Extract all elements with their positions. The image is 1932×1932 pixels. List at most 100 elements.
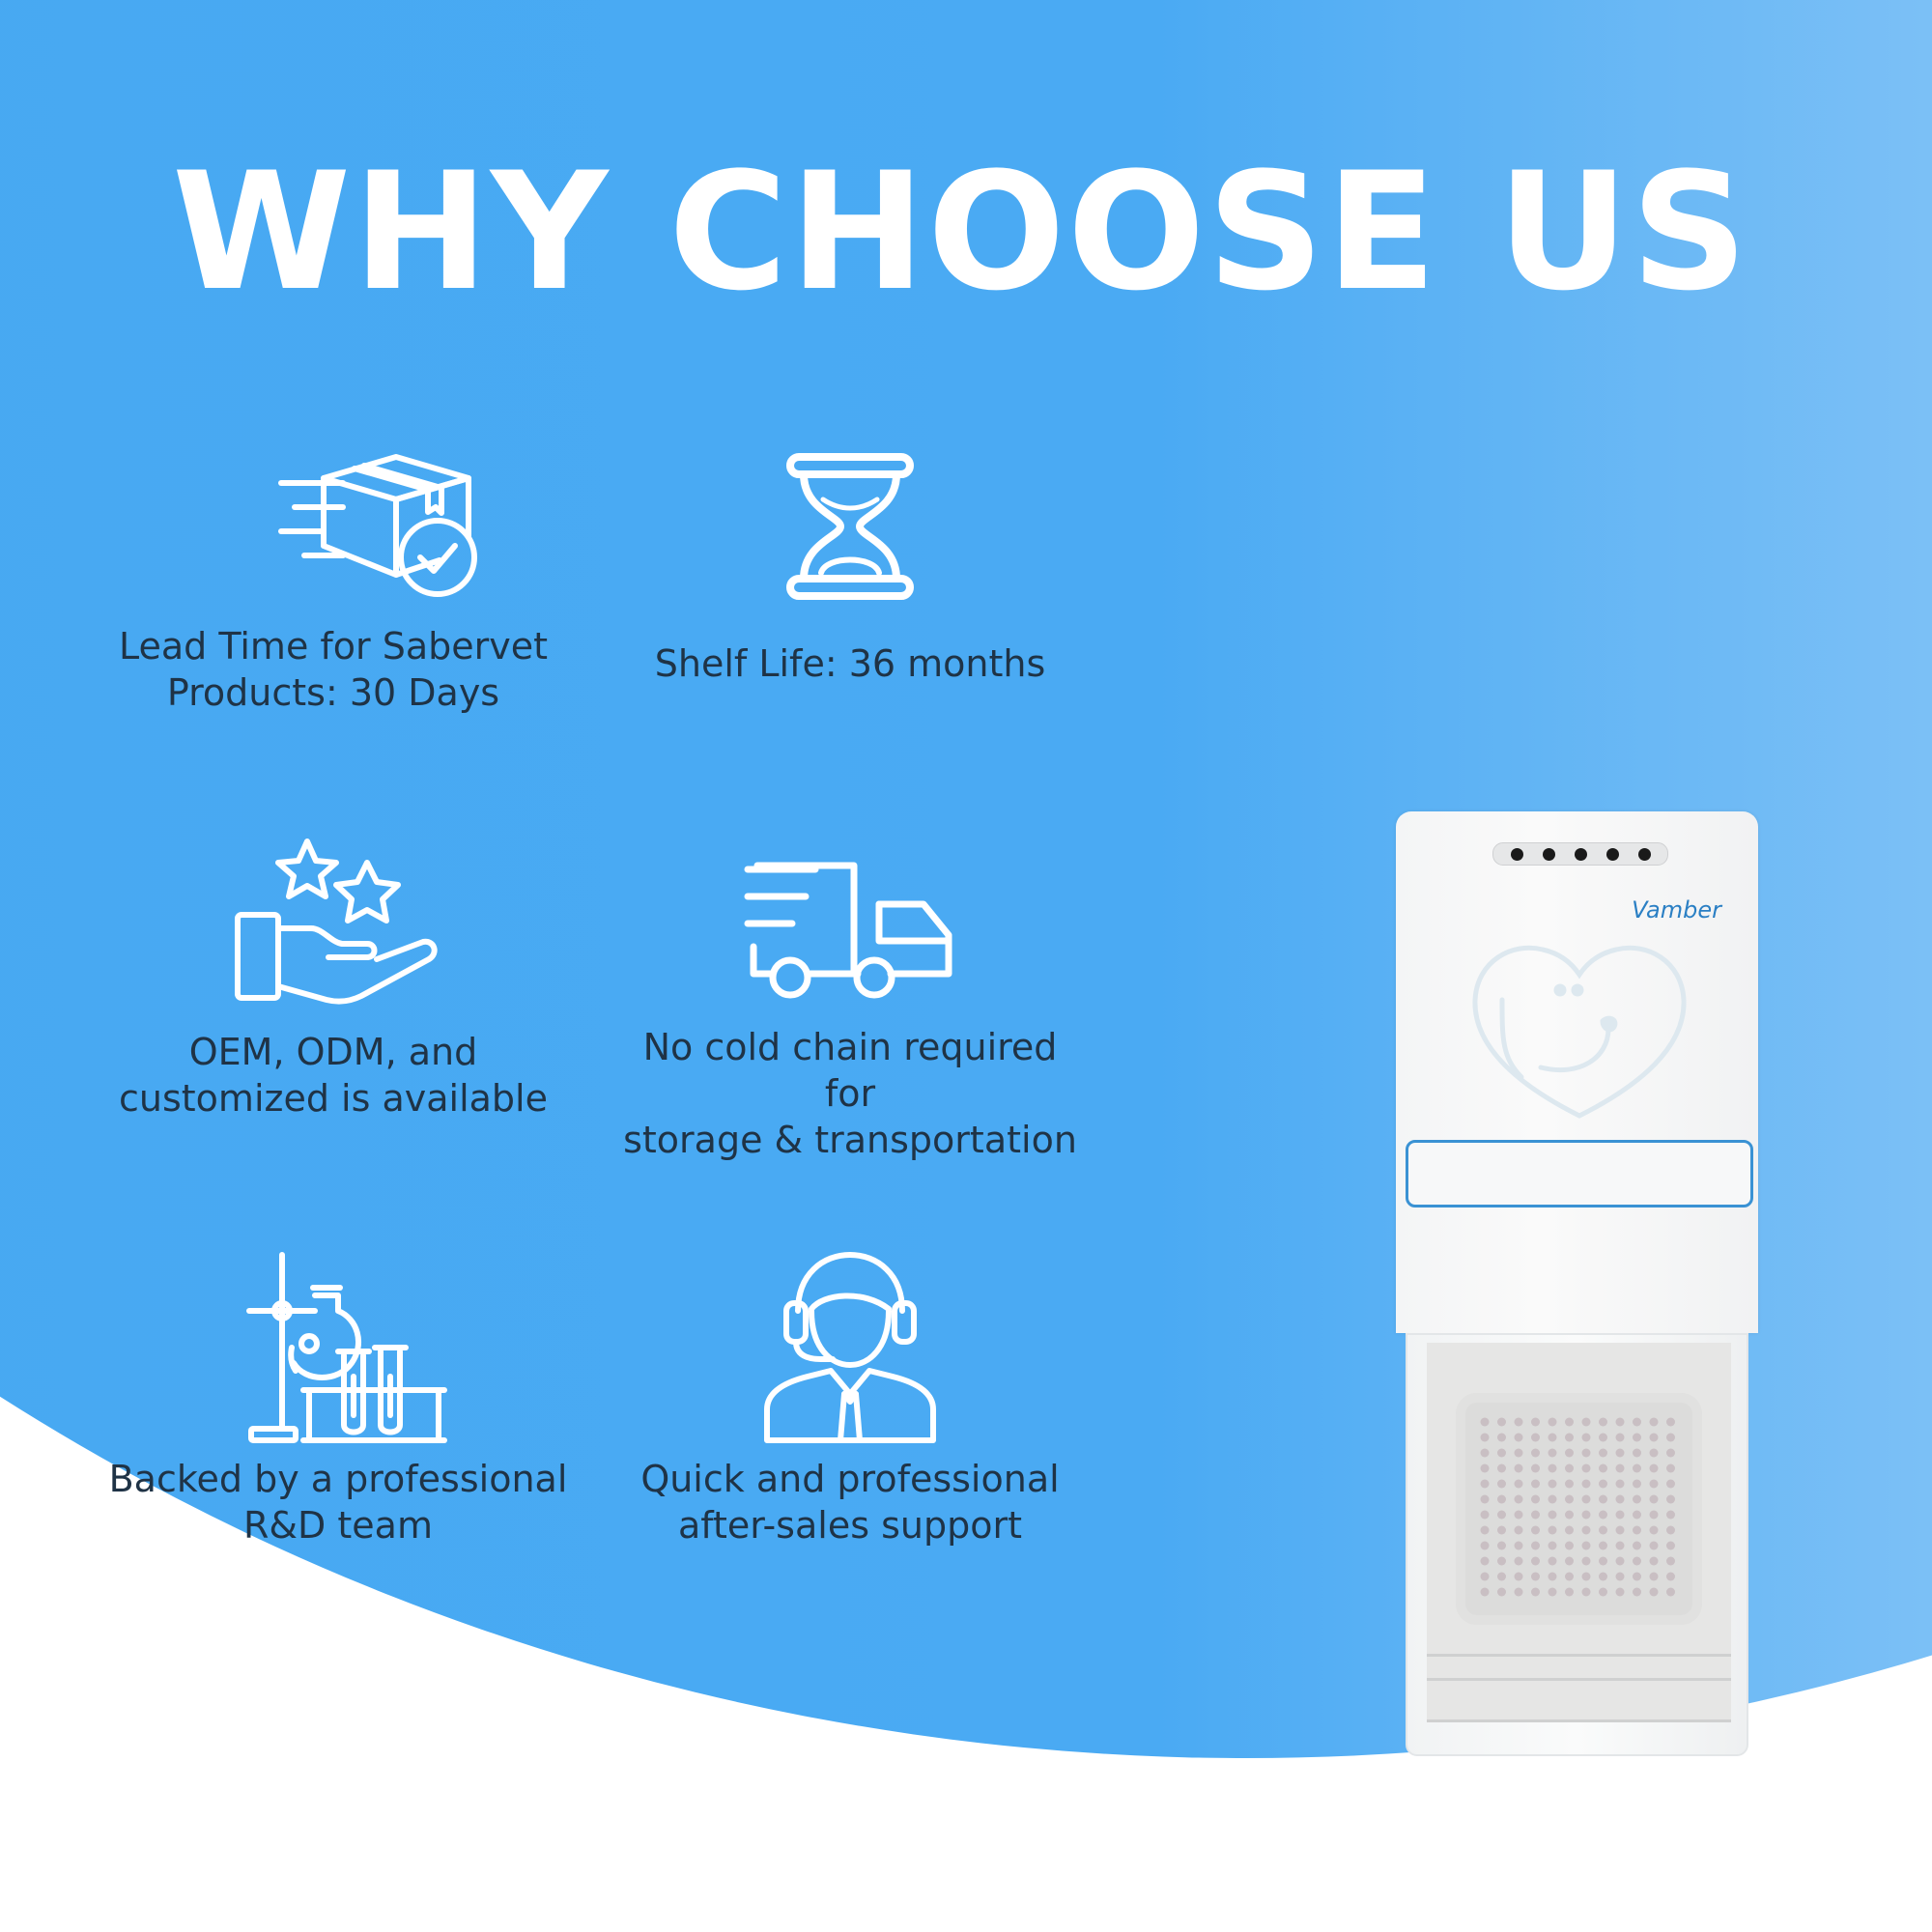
tray-well-dot: [1649, 1525, 1659, 1535]
tray-well-dot: [1497, 1463, 1506, 1473]
tray-well-dot: [1666, 1448, 1675, 1458]
tray-well-dot: [1531, 1572, 1540, 1581]
tray-well-dot: [1615, 1556, 1625, 1566]
tray-well-dot: [1514, 1494, 1523, 1504]
led-icon: [1606, 848, 1619, 861]
tray-well-dot: [1548, 1479, 1557, 1489]
dog-heart-logo-icon: [1472, 945, 1687, 1119]
feature-label: Backed by a professional R&D team: [108, 1458, 568, 1547]
feature-label: OEM, ODM, and customized is available: [119, 1031, 548, 1120]
tray-well-dot: [1599, 1433, 1607, 1442]
tray-well-dot: [1514, 1479, 1523, 1489]
tray-well-dot: [1581, 1572, 1591, 1581]
tray-well-dot: [1497, 1541, 1506, 1550]
tray-well-dot: [1480, 1556, 1490, 1566]
customer-support-agent-icon: [764, 1252, 936, 1443]
tray-well-dot: [1599, 1510, 1607, 1520]
tray-well-dot: [1514, 1448, 1523, 1458]
tray-well-dot: [1649, 1510, 1659, 1520]
tray-well-dot: [1581, 1448, 1591, 1458]
tray-well-dot: [1581, 1541, 1591, 1550]
feature-label: Quick and professional after-sales suppo…: [640, 1458, 1060, 1547]
tray-well-dot: [1565, 1556, 1574, 1566]
tray-well-dot: [1666, 1417, 1675, 1427]
tray-well-dot: [1514, 1556, 1523, 1566]
feature-label: Shelf Life: 36 months: [654, 642, 1046, 685]
tray-well-dot: [1548, 1417, 1557, 1427]
device-transparent-chamber: [1406, 1333, 1748, 1756]
tray-well-dot: [1497, 1525, 1506, 1535]
tray-well-dot: [1548, 1541, 1557, 1550]
tray-well-dot: [1599, 1572, 1607, 1581]
tray-well-dot: [1565, 1448, 1574, 1458]
tray-well-dot: [1599, 1494, 1607, 1504]
tray-well-dot: [1531, 1448, 1540, 1458]
device-top-housing: Vamber: [1396, 811, 1758, 1333]
tray-well-dot: [1581, 1587, 1591, 1597]
tray-well-dot: [1514, 1587, 1523, 1597]
tray-well-dot: [1497, 1572, 1506, 1581]
tray-well-dot: [1565, 1587, 1574, 1597]
tray-well-dot: [1548, 1587, 1557, 1597]
tray-well-dot: [1548, 1494, 1557, 1504]
tray-well-dot: [1666, 1587, 1675, 1597]
tray-well-dot: [1548, 1433, 1557, 1442]
tray-well-dot: [1633, 1525, 1641, 1535]
tray-well-dot: [1599, 1417, 1607, 1427]
tray-well-dot: [1633, 1463, 1641, 1473]
tray-well-dot: [1666, 1510, 1675, 1520]
tray-well-dot: [1565, 1510, 1574, 1520]
feature-after-sales: Quick and professional after-sales suppo…: [618, 1251, 1082, 1548]
tray-well-dot: [1615, 1433, 1625, 1442]
tray-well-dot: [1666, 1525, 1675, 1535]
delivery-box-check-icon: [278, 454, 477, 597]
tray-well-dot: [1666, 1463, 1675, 1473]
tray-well-dot: [1565, 1494, 1574, 1504]
tray-well-dot: [1480, 1525, 1490, 1535]
tray-well-dot: [1649, 1448, 1659, 1458]
feature-oem-odm: OEM, ODM, and customized is available: [101, 836, 565, 1122]
tray-well-dot: [1599, 1448, 1607, 1458]
tray-well-dot: [1615, 1525, 1625, 1535]
tray-well-dot: [1666, 1479, 1675, 1489]
tray-well-dot: [1531, 1510, 1540, 1520]
tray-well-dot: [1514, 1463, 1523, 1473]
tray-well-dot: [1633, 1510, 1641, 1520]
tray-well-dot: [1531, 1556, 1540, 1566]
tray-well-dot: [1666, 1433, 1675, 1442]
tray-well-dot: [1633, 1541, 1641, 1550]
chamber-shelf: [1427, 1719, 1731, 1722]
tray-well-dot: [1548, 1448, 1557, 1458]
tray-well-dot: [1581, 1510, 1591, 1520]
tray-well-dot: [1480, 1587, 1490, 1597]
tray-well-dot: [1514, 1525, 1523, 1535]
tray-well-dot: [1531, 1525, 1540, 1535]
tray-well-dot: [1581, 1463, 1591, 1473]
tray-well-dot: [1497, 1448, 1506, 1458]
tray-well-dot: [1633, 1494, 1641, 1504]
tray-well-dot: [1633, 1587, 1641, 1597]
tray-well-dot: [1649, 1479, 1659, 1489]
tray-well-dot: [1548, 1463, 1557, 1473]
tray-well-dot: [1581, 1417, 1591, 1427]
tray-well-dot: [1615, 1448, 1625, 1458]
tray-well-dot: [1649, 1494, 1659, 1504]
tray-well-dot: [1615, 1494, 1625, 1504]
tray-well-dot: [1480, 1448, 1490, 1458]
tray-well-dot: [1633, 1556, 1641, 1566]
led-indicator-strip: [1492, 842, 1668, 866]
tray-well-dot: [1480, 1510, 1490, 1520]
tray-well-dot: [1565, 1433, 1574, 1442]
tray-well-dot: [1599, 1479, 1607, 1489]
tray-well-dot: [1497, 1587, 1506, 1597]
tray-well-dot: [1565, 1463, 1574, 1473]
tray-well-dot: [1633, 1479, 1641, 1489]
tray-well-dot: [1565, 1525, 1574, 1535]
led-icon: [1543, 848, 1555, 861]
tray-well-dot: [1497, 1417, 1506, 1427]
analyzer-device: Vamber: [1391, 811, 1758, 1758]
device-brand-logo: Vamber: [1632, 896, 1721, 923]
tray-well-dot: [1480, 1463, 1490, 1473]
tray-well-dot: [1615, 1510, 1625, 1520]
